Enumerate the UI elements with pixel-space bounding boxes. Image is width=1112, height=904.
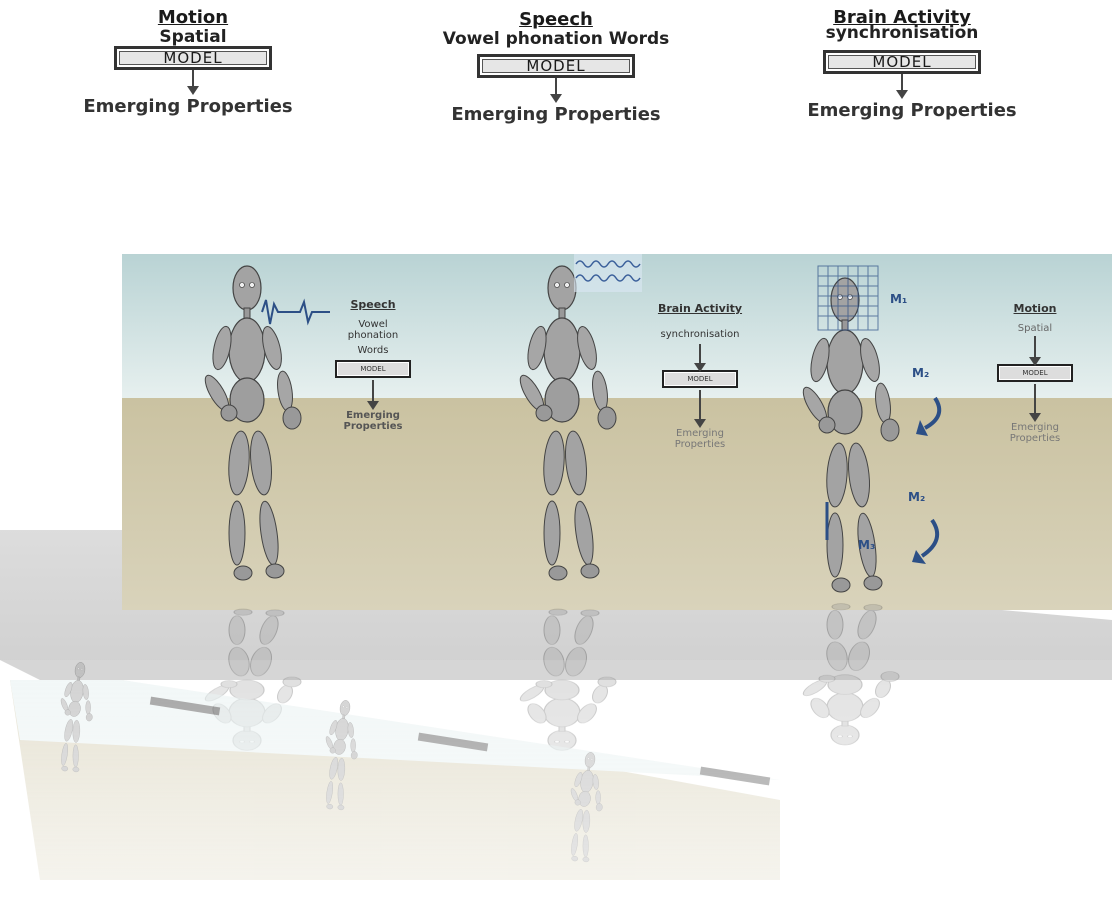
scene-emerging-label: Properties xyxy=(328,421,418,432)
scene-panel-line: Vowel xyxy=(328,319,418,330)
scene-model-box: MODEL xyxy=(662,370,738,388)
scene-panel-title: Motion xyxy=(985,302,1085,315)
column-subtitle: Vowel phonation Words xyxy=(368,30,744,48)
column-speech: Speech Vowel phonation Words MODEL Emerg… xyxy=(368,10,744,125)
model-box: MODEL xyxy=(823,50,981,74)
emerging-properties-label: Emerging Properties xyxy=(368,104,744,125)
down-arrow-icon xyxy=(699,390,701,420)
label-m1: M₁ xyxy=(890,292,907,306)
emerging-properties-label: Emerging Properties xyxy=(78,96,298,117)
column-subtitle: Spatial xyxy=(88,28,298,46)
emerging-properties-label: Emerging Properties xyxy=(802,100,1022,121)
scene-emerging-label: Emerging xyxy=(625,428,775,439)
down-arrow-icon xyxy=(368,78,744,104)
scene-panel-title: Brain Activity xyxy=(625,302,775,315)
column-title: Speech xyxy=(368,10,744,30)
down-arrow-icon xyxy=(88,70,298,96)
down-arrow-icon xyxy=(782,74,1022,100)
column-brain-activity: Brain Activity synchronisation MODEL Eme… xyxy=(782,8,1022,121)
scene-panel-motion: Motion Spatial MODEL Emerging Properties xyxy=(985,302,1085,444)
scene-panel-brain-activity: Brain Activity synchronisation MODEL Eme… xyxy=(625,302,775,450)
connector-line xyxy=(1034,336,1036,358)
scene-panel-line: Words xyxy=(328,345,418,356)
scene-panel-line: Spatial xyxy=(985,323,1085,334)
mannequin-scene: Speech Vowel phonation Words MODEL Emerg… xyxy=(0,240,1112,900)
scene-model-box: MODEL xyxy=(335,360,411,378)
model-box: MODEL xyxy=(477,54,635,78)
down-arrow-icon xyxy=(372,380,374,402)
scene-emerging-label: Emerging xyxy=(985,422,1085,433)
scene-illustration xyxy=(0,240,1112,900)
model-box: MODEL xyxy=(114,46,272,70)
scene-panel-line: phonation xyxy=(328,330,418,341)
column-motion: Motion Spatial MODEL Emerging Properties xyxy=(88,8,298,117)
scene-panel-title: Speech xyxy=(328,298,418,311)
scene-emerging-label: Emerging xyxy=(328,410,418,421)
label-m3: M₃ xyxy=(858,538,875,552)
label-m2-lower: M₂ xyxy=(908,490,925,504)
scene-panel-speech: Speech Vowel phonation Words MODEL Emerg… xyxy=(328,298,418,432)
connector-line xyxy=(699,344,701,364)
down-arrow-icon xyxy=(1034,384,1036,414)
scene-emerging-label: Properties xyxy=(985,433,1085,444)
scene-panel-line: synchronisation xyxy=(625,329,775,340)
scene-emerging-label: Properties xyxy=(625,439,775,450)
column-title: Motion xyxy=(88,8,298,28)
column-subtitle: synchronisation xyxy=(782,24,1022,42)
label-m2-upper: M₂ xyxy=(912,366,929,380)
scene-model-box: MODEL xyxy=(997,364,1073,382)
